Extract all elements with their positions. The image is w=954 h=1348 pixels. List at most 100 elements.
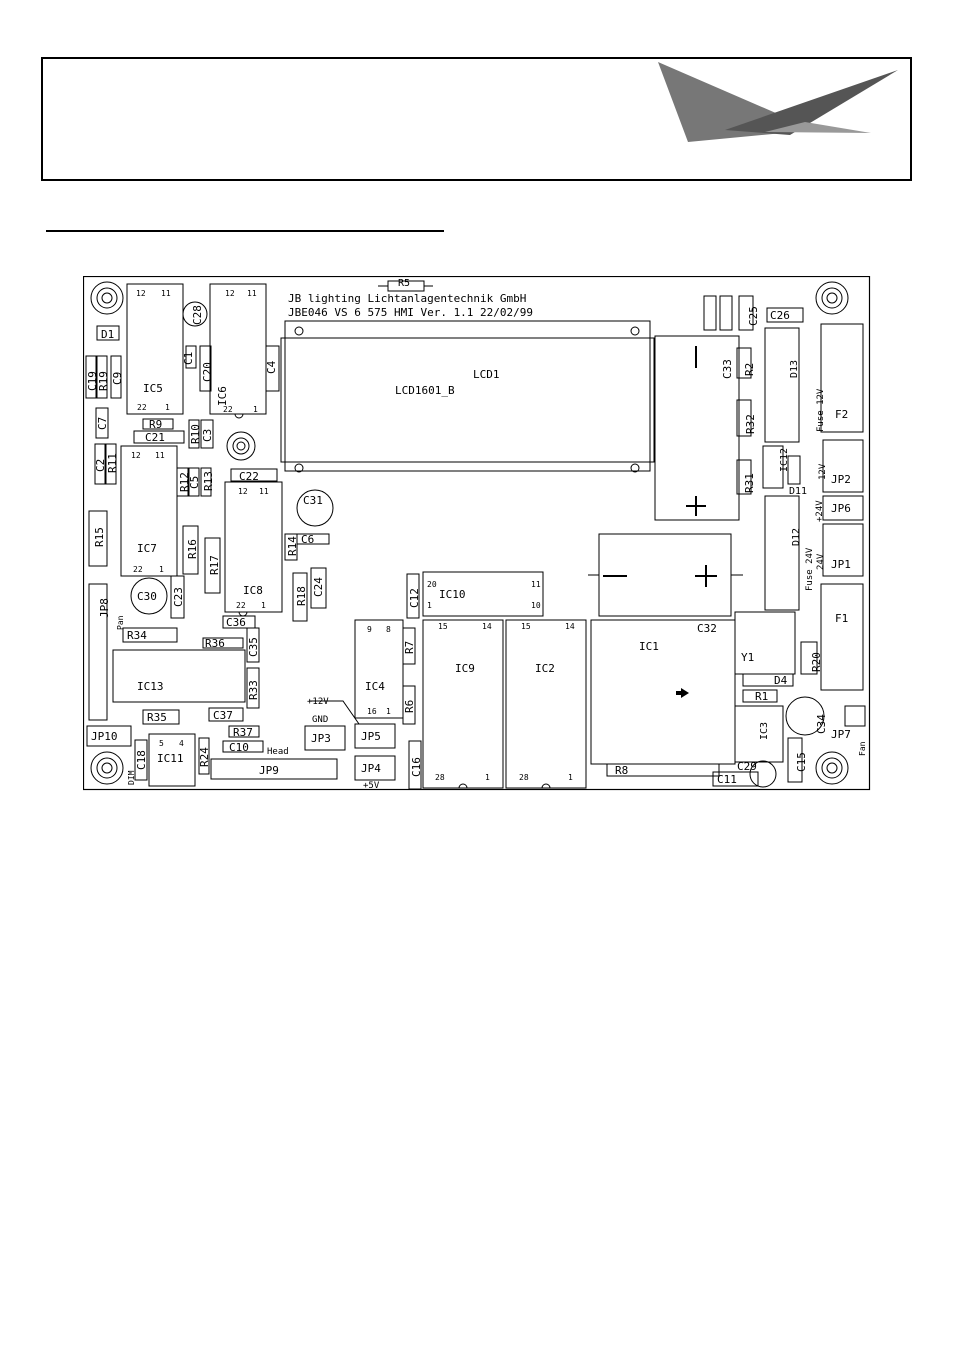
- pin-label: 1: [261, 601, 266, 610]
- pin-label: 22: [137, 403, 147, 412]
- gnd-label: GND: [312, 715, 328, 725]
- r37-label: R37: [233, 726, 253, 739]
- mounting-hole: [815, 281, 849, 315]
- pin-label: 1: [568, 773, 573, 782]
- resistor-r4: [703, 295, 717, 331]
- capacitor-c34: [785, 696, 825, 736]
- board-outline: [83, 276, 871, 791]
- resistor-r32: [736, 399, 752, 437]
- pcb-layout-diagram: JB lighting Lichtanlagentechnik GmbH JBE…: [83, 276, 871, 791]
- capacitor-c30: [130, 577, 168, 615]
- ic5-outline: [126, 283, 184, 415]
- c15-label: C15: [795, 752, 808, 772]
- c30-label: C30: [137, 590, 157, 603]
- plus12v-label: +12V: [307, 697, 329, 707]
- jumper-jp8: [88, 583, 108, 721]
- r7-label: R7: [403, 641, 416, 654]
- r12-label: R12: [178, 472, 191, 492]
- plus5v-label: +5V: [363, 781, 380, 791]
- d11-label: D11: [789, 486, 807, 497]
- capacitor-c6: [296, 533, 330, 545]
- section-heading-rule: [46, 230, 444, 232]
- c20-label: C20: [201, 362, 214, 382]
- ic10-outline: [422, 571, 544, 617]
- mounting-hole: [815, 751, 849, 785]
- ic11-outline: [148, 733, 196, 787]
- fuse-f2: [820, 323, 864, 433]
- pin-label: 14: [565, 622, 575, 631]
- d13-label: D13: [789, 360, 800, 378]
- ic5-label: IC5: [143, 382, 163, 395]
- ic11-label: IC11: [157, 752, 184, 765]
- pin-label: 11: [161, 289, 171, 298]
- crystal-y1: [734, 611, 796, 675]
- c4-label: C4: [265, 360, 278, 374]
- r17-label: R17: [208, 555, 221, 575]
- pin-label: 12: [131, 451, 141, 460]
- r15-label: R15: [93, 527, 106, 547]
- c25-label: C25: [747, 306, 760, 326]
- resistor-r1: [742, 689, 778, 703]
- ic13-outline: [112, 649, 246, 703]
- resistor-r8: [606, 763, 720, 777]
- capacitor-c1: [185, 345, 197, 369]
- c22-label: C22: [239, 470, 259, 483]
- capacitor-c22: [230, 468, 278, 482]
- resistor-r15: [88, 510, 108, 567]
- jumper-jp6: [822, 495, 864, 521]
- mounting-hole: [90, 751, 124, 785]
- jumper-jp5: [354, 723, 396, 749]
- c19-label: C19: [86, 371, 99, 391]
- pin-label: 5: [159, 739, 164, 748]
- jumper-jp1: [822, 523, 864, 577]
- r31-label: R31: [743, 473, 756, 493]
- c10-label: C10: [229, 741, 249, 754]
- r34-label: R34: [127, 629, 147, 642]
- jp4-label: JP4: [361, 762, 381, 775]
- ic10-label: IC10: [439, 588, 466, 601]
- r20-label: R20: [810, 652, 823, 672]
- r6-label: R6: [403, 700, 416, 713]
- diode-d13: [764, 327, 800, 443]
- r9-label: R9: [149, 418, 162, 431]
- capacitor-c28: [182, 301, 208, 327]
- c32-label: C32: [697, 622, 717, 635]
- resistor-r37: [228, 725, 260, 738]
- ic4-outline: [354, 619, 404, 719]
- 24v-label: 24V: [816, 553, 826, 570]
- capacitor-c19: [85, 355, 97, 399]
- capacitor-c24: [310, 567, 327, 609]
- mounting-hole: [226, 431, 256, 461]
- diode-d12: [764, 495, 800, 611]
- fuse-f1: [820, 583, 864, 691]
- pin-label: 8: [386, 625, 391, 634]
- jp8-label: JP8: [98, 598, 111, 618]
- c37-label: C37: [213, 709, 233, 722]
- capacitor-c25: [738, 295, 754, 331]
- r14-label: R14: [286, 536, 299, 556]
- capacitor-c33: [654, 335, 740, 521]
- c6-label: C6: [301, 533, 314, 546]
- fan-label: Fan: [858, 741, 867, 756]
- capacitor-c2: [94, 443, 106, 485]
- jp7-label: JP7: [831, 728, 851, 741]
- capacitor-c12: [406, 573, 420, 619]
- pin-label: 1: [253, 405, 258, 414]
- pin-label: 22: [236, 601, 246, 610]
- pan-label: Pan: [116, 615, 125, 630]
- r8-label: R8: [615, 764, 628, 777]
- plus24v-label: +24V: [815, 500, 825, 522]
- capacitor-c31: [296, 489, 334, 527]
- ic13-label: IC13: [137, 680, 164, 693]
- pin-label: 4: [179, 739, 184, 748]
- r1-label: R1: [755, 690, 768, 703]
- mounting-hole: [90, 281, 124, 315]
- c3-label: C3: [201, 429, 214, 442]
- resistor-r18: [292, 572, 308, 622]
- capacitor-c29: [749, 760, 777, 788]
- jp5-label: JP5: [361, 730, 381, 743]
- jp2-label: JP2: [831, 473, 851, 486]
- jumper-jp7: [844, 705, 866, 727]
- jb-lighting-logo-icon: [658, 62, 898, 142]
- product-line: JBE046 VS 6 575 HMI Ver. 1.1 22/02/99: [288, 306, 533, 319]
